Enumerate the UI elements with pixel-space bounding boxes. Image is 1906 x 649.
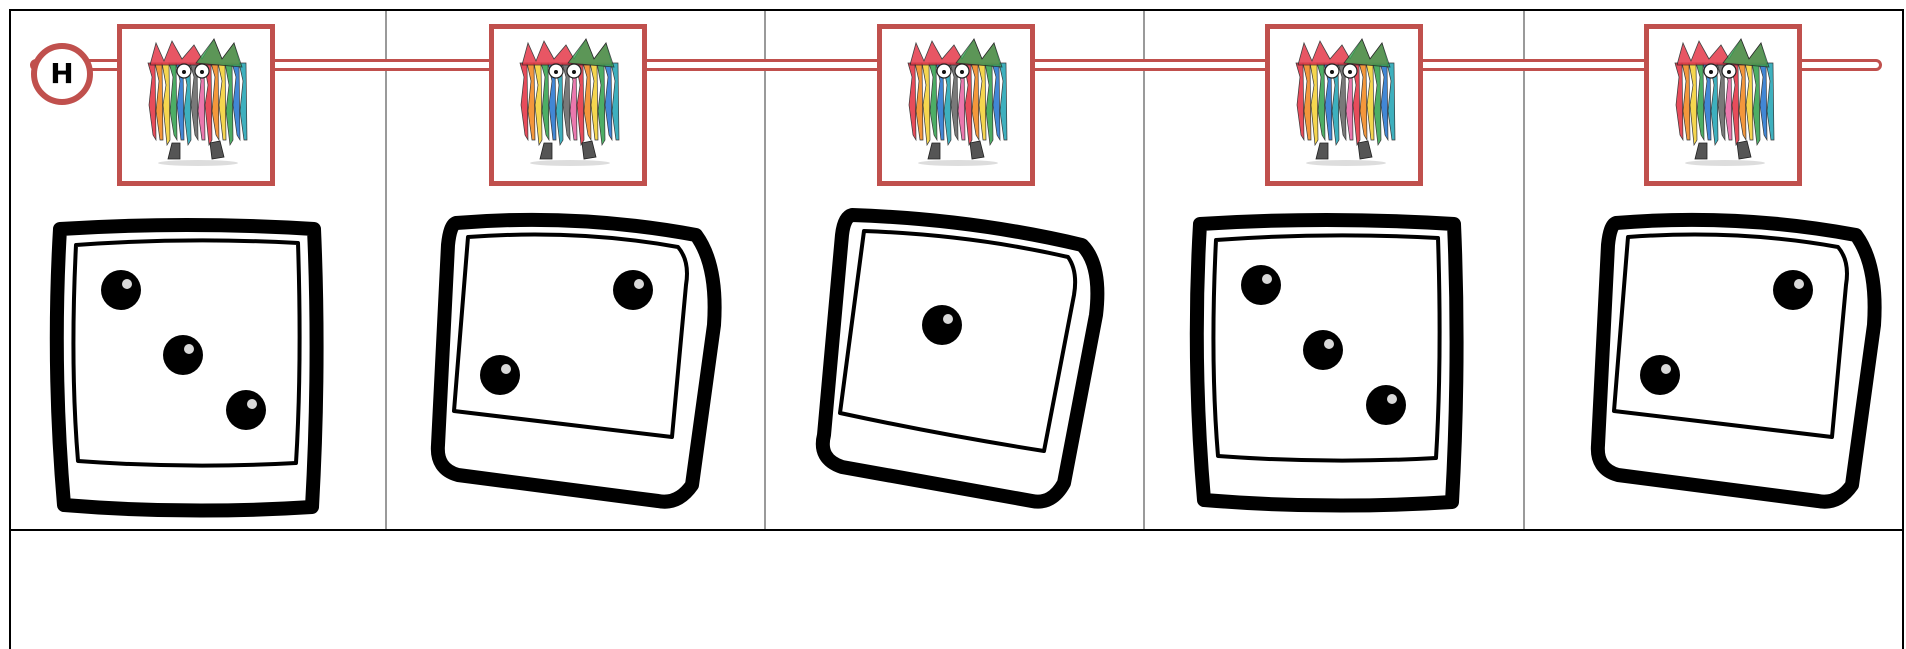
monster-card-1 bbox=[117, 24, 275, 186]
die-5 bbox=[1590, 212, 1882, 509]
die-face-edge bbox=[838, 229, 1078, 453]
monster-card-4 bbox=[1265, 24, 1423, 186]
color-monster-icon bbox=[519, 38, 620, 166]
die-face-edge bbox=[452, 232, 689, 439]
row-divider bbox=[9, 529, 1904, 531]
die-outline bbox=[815, 208, 1105, 509]
color-monster-icon bbox=[147, 38, 248, 166]
column-divider bbox=[764, 11, 766, 529]
die-pip bbox=[1640, 355, 1680, 395]
color-monster-icon bbox=[1295, 38, 1396, 166]
die-pip bbox=[1366, 385, 1406, 425]
die-pip bbox=[163, 335, 203, 375]
die-pip bbox=[1303, 330, 1343, 370]
die-outline bbox=[430, 212, 722, 509]
die-pip bbox=[1773, 270, 1813, 310]
column-divider bbox=[385, 11, 387, 529]
monster-card-5 bbox=[1644, 24, 1802, 186]
die-pip bbox=[101, 270, 141, 310]
color-monster-icon bbox=[1674, 38, 1775, 166]
monster-card-2 bbox=[489, 24, 647, 186]
die-1 bbox=[49, 218, 324, 518]
die-pip bbox=[613, 270, 653, 310]
die-4 bbox=[1189, 213, 1464, 513]
die-3 bbox=[815, 208, 1105, 509]
die-pip bbox=[226, 390, 266, 430]
die-2 bbox=[430, 212, 722, 509]
worksheet-frame bbox=[9, 9, 1904, 649]
start-marker: H bbox=[31, 43, 93, 105]
die-face-edge bbox=[71, 238, 302, 468]
column-divider bbox=[1143, 11, 1145, 529]
die-face-edge bbox=[1612, 232, 1849, 439]
die-pip bbox=[480, 355, 520, 395]
die-pip bbox=[922, 305, 962, 345]
start-marker-label: H bbox=[50, 57, 74, 90]
die-outline bbox=[1590, 212, 1882, 509]
color-monster-icon bbox=[907, 38, 1008, 166]
die-pip bbox=[1241, 265, 1281, 305]
column-divider bbox=[1523, 11, 1525, 529]
die-face-edge bbox=[1211, 233, 1442, 463]
monster-card-3 bbox=[877, 24, 1035, 186]
